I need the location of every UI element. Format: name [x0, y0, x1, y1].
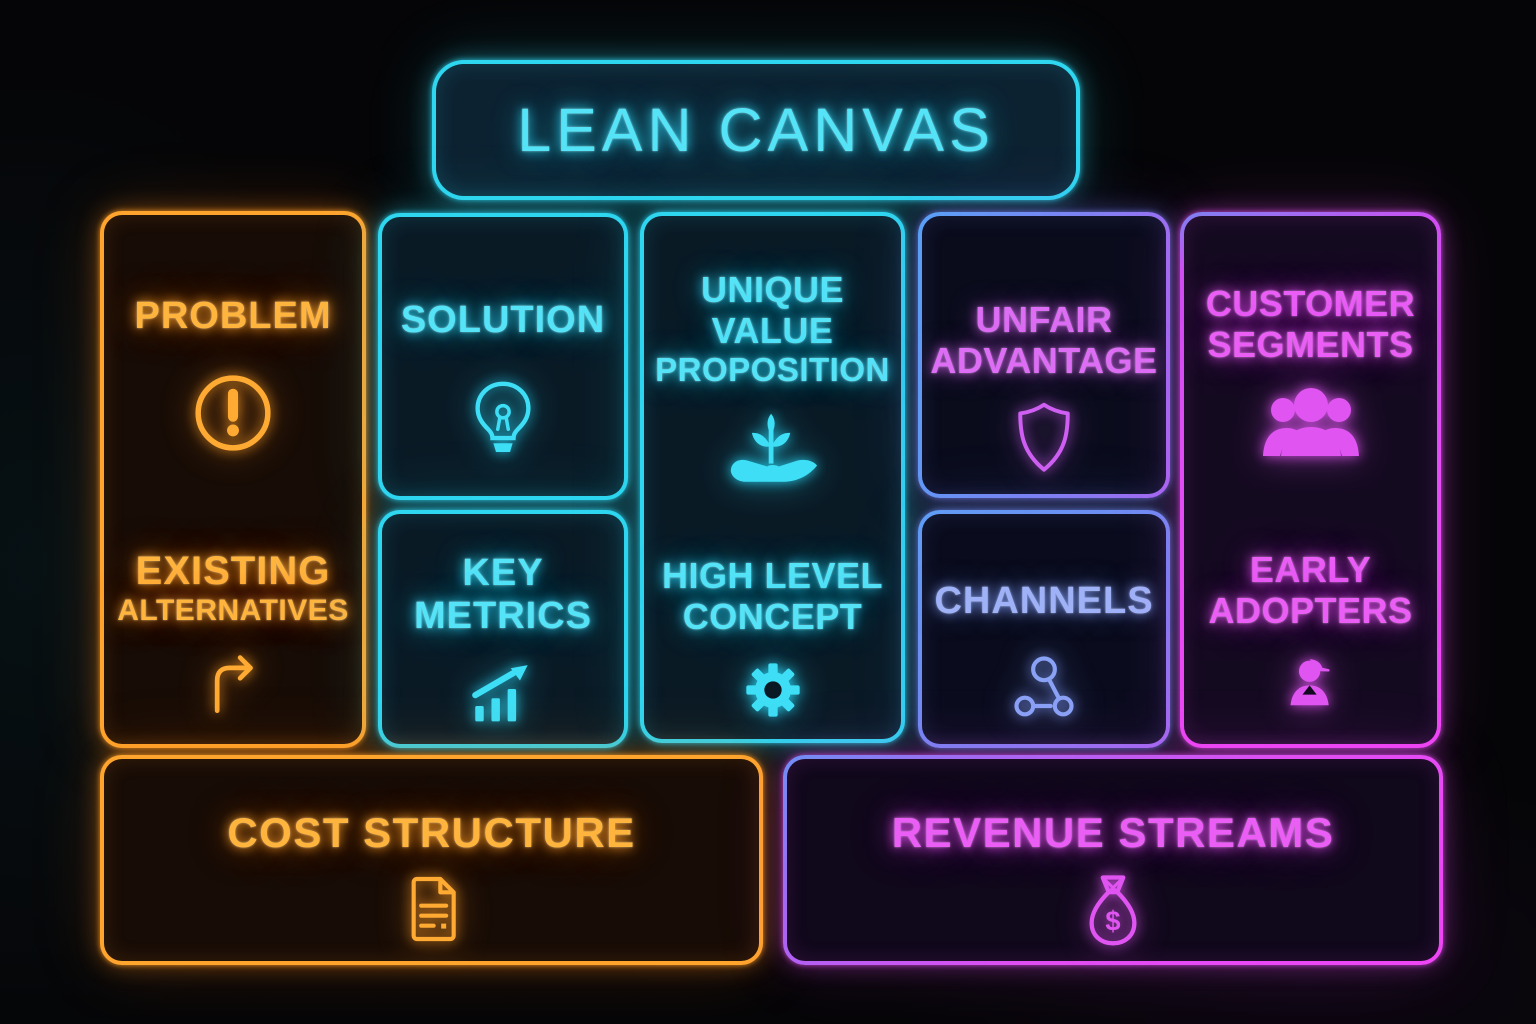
existing-alternatives-line1: EXISTING [135, 549, 331, 593]
key-metrics-title: KEY METRICS [414, 552, 592, 637]
key-metrics-cell: KEY METRICS [378, 510, 628, 748]
uvp-title: UNIQUE VALUE PROPOSITION [655, 269, 890, 389]
early-adopters-line1: EARLY [1249, 549, 1372, 590]
hand-plant-icon [644, 408, 901, 500]
unfair-advantage-cell: UNFAIR ADVANTAGE [918, 212, 1170, 498]
growth-chart-icon [382, 652, 624, 726]
shield-icon [922, 398, 1166, 478]
money-bag-icon: $ [787, 869, 1439, 951]
early-adopters-line2: ADOPTERS [1208, 589, 1413, 631]
unfair-advantage-title: UNFAIR ADVANTAGE [930, 299, 1158, 381]
channels-title: CHANNELS [934, 580, 1154, 622]
solution-title: SOLUTION [400, 299, 606, 341]
channels-cell: CHANNELS [918, 510, 1170, 748]
person-cap-icon [1184, 650, 1437, 718]
high-level-concept-line1: HIGH LEVEL [661, 555, 884, 596]
lightbulb-icon [382, 375, 624, 459]
customer-segments-cell: CUSTOMER SEGMENTS EARLY ADOPTERS [1180, 212, 1441, 748]
customer-segments-title: CUSTOMER SEGMENTS [1205, 283, 1416, 365]
people-group-icon [1184, 386, 1437, 462]
gear-icon [644, 658, 901, 722]
high-level-concept-line2: CONCEPT [682, 595, 863, 637]
network-nodes-icon [922, 646, 1166, 726]
solution-cell: SOLUTION [378, 213, 628, 500]
existing-alternatives-line2: ALTERNATIVES [117, 594, 349, 628]
problem-title: PROBLEM [134, 295, 332, 337]
cost-structure-title: COST STRUCTURE [227, 809, 636, 856]
document-icon [104, 869, 759, 949]
page-title: LEAN CANVAS [517, 96, 995, 164]
revenue-streams-cell: REVENUE STREAMS $ [783, 755, 1443, 965]
cost-structure-cell: COST STRUCTURE [100, 755, 763, 965]
turn-right-arrow-icon [104, 641, 362, 717]
unique-value-proposition-cell: UNIQUE VALUE PROPOSITION HIGH LEVEL CONC… [640, 212, 905, 743]
problem-cell: PROBLEM EXISTING ALTERNATIVES [100, 211, 366, 748]
svg-text:$: $ [1105, 906, 1120, 937]
revenue-streams-title: REVENUE STREAMS [891, 809, 1335, 856]
title-banner: LEAN CANVAS [432, 60, 1080, 200]
exclamation-circle-icon [104, 369, 362, 457]
